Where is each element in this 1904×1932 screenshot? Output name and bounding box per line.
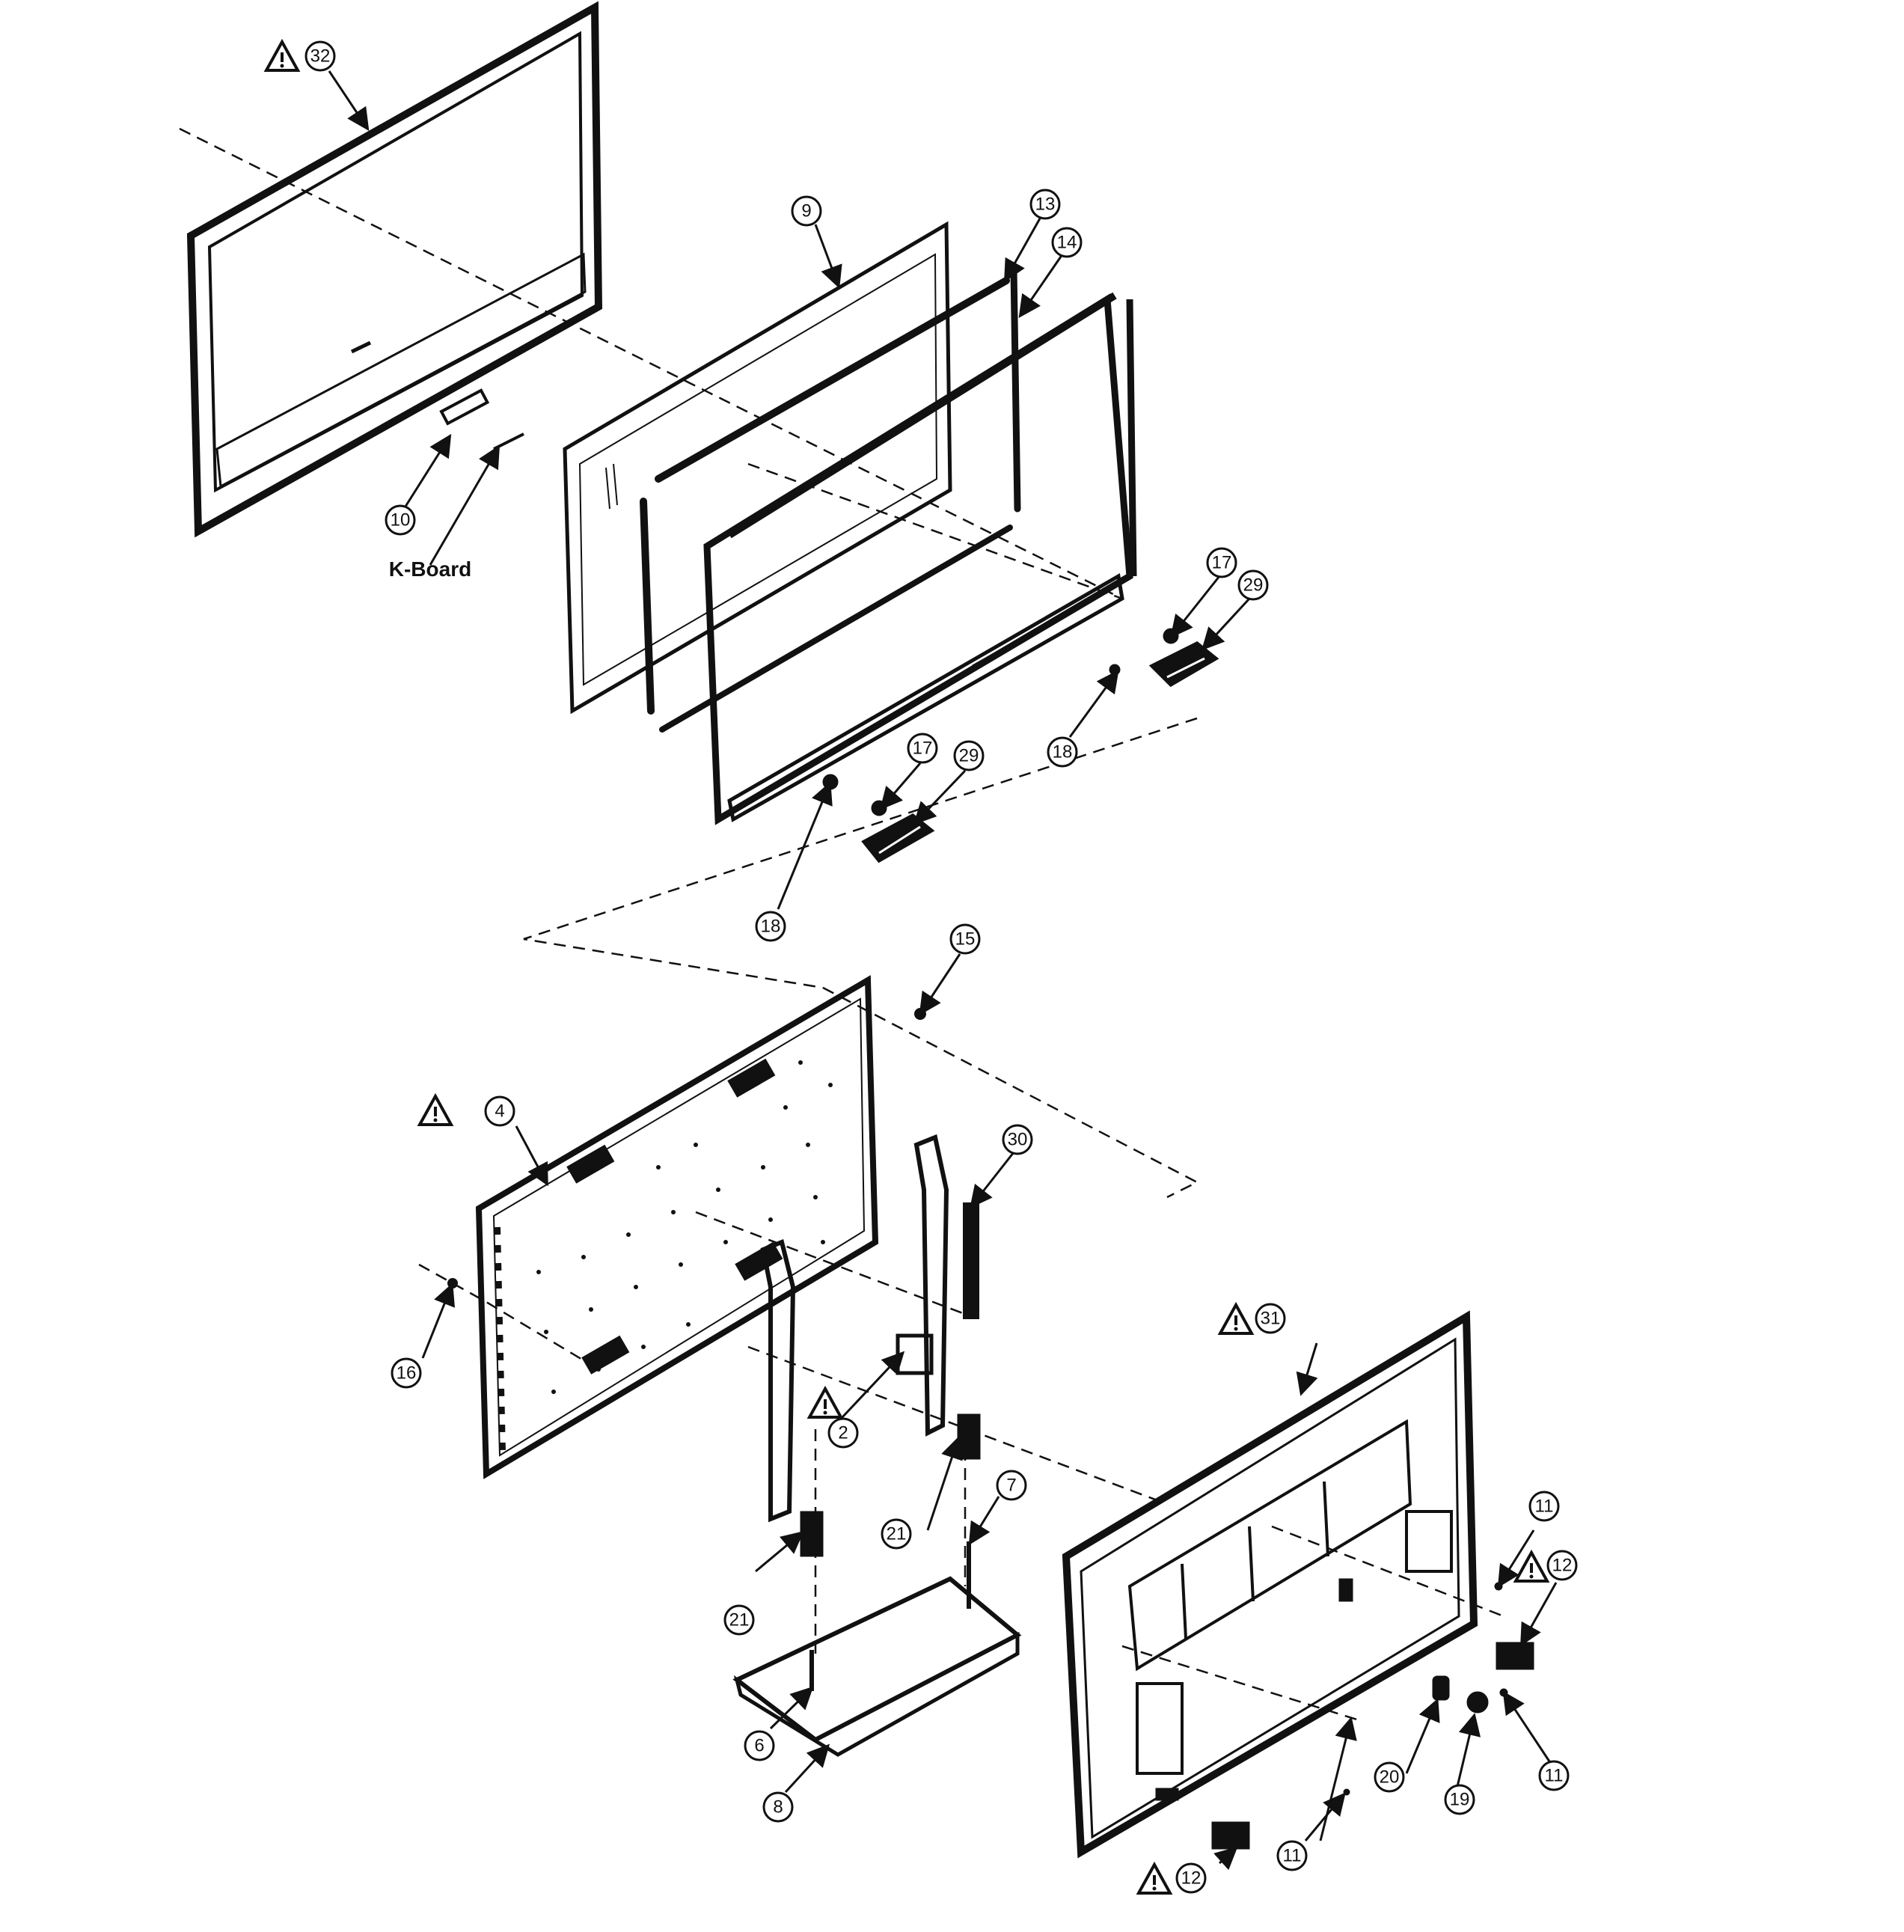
- callout-21a: 21: [729, 1610, 750, 1630]
- caution-triangle-icon: [265, 40, 299, 72]
- callout-14: 14: [1057, 233, 1077, 253]
- callout-17a: 17: [1212, 553, 1232, 573]
- callout-29b: 29: [959, 746, 979, 766]
- glass-filter-panel[interactable]: [563, 221, 952, 715]
- callout-numbers: 32 9 13 14 10 17 29 18 17 29 18 15 4 30 …: [310, 46, 1573, 1889]
- callout-31: 31: [1261, 1309, 1281, 1329]
- callout-8: 8: [773, 1797, 783, 1818]
- screws: [447, 1008, 926, 1288]
- stand-posts[interactable]: [760, 1134, 979, 1523]
- caution-triangle-icon: [418, 1095, 453, 1126]
- small-parts[interactable]: [1211, 1582, 1534, 1850]
- callout-29a: 29: [1243, 575, 1264, 596]
- callout-7: 7: [1006, 1476, 1016, 1496]
- callout-11a: 11: [1535, 1497, 1554, 1517]
- callout-leaders: [328, 70, 1558, 1871]
- callout-6: 6: [754, 1736, 764, 1756]
- kboard-label: K-Board: [389, 557, 471, 581]
- gasket-strips[interactable]: [640, 266, 1021, 733]
- callout-16: 16: [397, 1363, 417, 1384]
- caution-triangle-icon: [1514, 1551, 1549, 1583]
- callout-circles: [304, 40, 1578, 1894]
- callout-11c: 11: [1283, 1846, 1302, 1866]
- callout-2: 2: [838, 1423, 848, 1443]
- callout-30: 30: [1008, 1130, 1028, 1150]
- front-bezel-frame[interactable]: [186, 1, 603, 538]
- callout-21b: 21: [887, 1524, 907, 1544]
- bottom-bracket-right[interactable]: [1109, 628, 1219, 688]
- callout-15: 15: [955, 929, 976, 950]
- callout-18a: 18: [1053, 742, 1073, 762]
- callout-32: 32: [310, 46, 331, 67]
- caution-triangle-icon: [1137, 1863, 1172, 1895]
- callout-20: 20: [1380, 1767, 1400, 1788]
- panel-mounting-frame[interactable]: [703, 292, 1137, 825]
- callout-13: 13: [1035, 195, 1056, 215]
- plasma-panel[interactable]: [475, 975, 879, 1479]
- callout-17b: 17: [913, 739, 933, 759]
- callout-11b: 11: [1545, 1766, 1564, 1786]
- bottom-bracket-left[interactable]: [822, 774, 935, 863]
- stand-base[interactable]: [732, 1413, 1022, 1757]
- caution-triangle-icon: [1219, 1303, 1253, 1335]
- callout-10: 10: [391, 510, 411, 531]
- caution-triangle-icon: [808, 1387, 842, 1419]
- callout-4: 4: [495, 1101, 504, 1122]
- callout-18b: 18: [761, 917, 781, 937]
- callout-19: 19: [1450, 1790, 1470, 1810]
- rear-cabinet[interactable]: [1062, 1310, 1478, 1859]
- callout-12a: 12: [1552, 1556, 1573, 1576]
- callout-9: 9: [801, 201, 811, 221]
- callout-12b: 12: [1181, 1868, 1202, 1889]
